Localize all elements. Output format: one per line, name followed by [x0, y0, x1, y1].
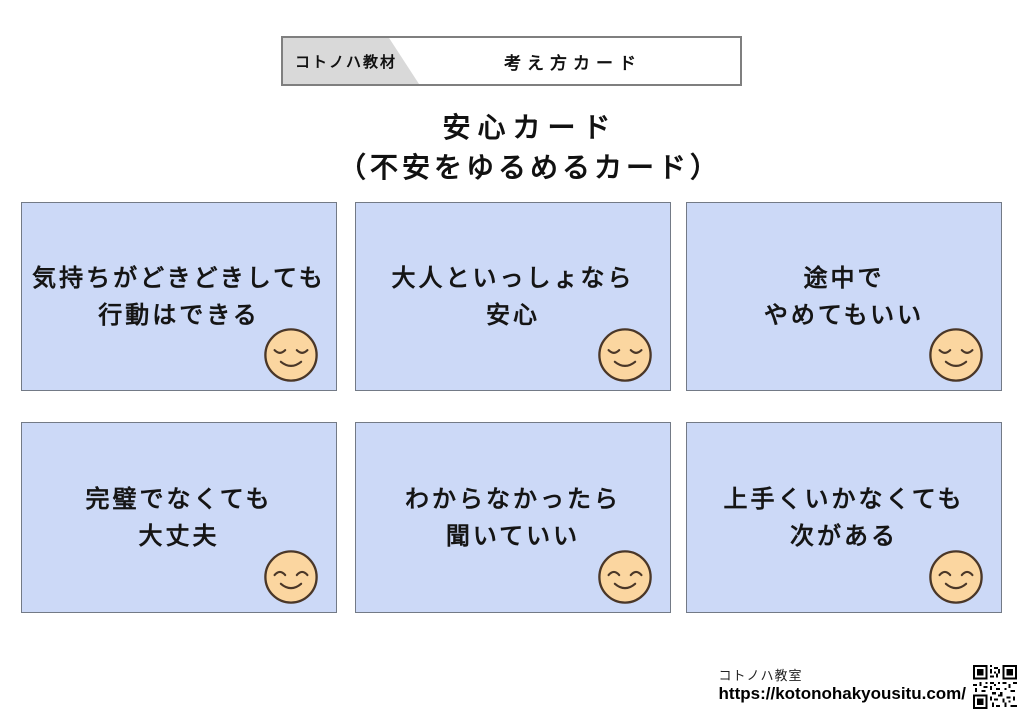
card-4: 完璧でなくても 大丈夫 — [21, 422, 337, 613]
card-5: わからなかったら 聞いていい — [355, 422, 671, 613]
card-text: 途中で — [803, 264, 885, 292]
footer: コトノハ教室 https://kotonohakyousitu.com/ — [719, 668, 966, 704]
card-1: 気持ちがどきどきしても 行動はできる — [21, 202, 337, 391]
card-text: 聞いていい — [445, 522, 581, 550]
card-2: 大人といっしょなら 安心 — [355, 202, 671, 391]
brand-label: コトノハ教材 — [283, 38, 419, 84]
footer-url: https://kotonohakyousitu.com/ — [718, 684, 966, 703]
title-line1: 安心カード — [442, 112, 618, 143]
card-text: 次がある — [790, 522, 898, 550]
relieved-face-icon — [598, 328, 652, 382]
category-label: 考え方カード — [504, 53, 642, 73]
card-text: 行動はできる — [98, 301, 260, 329]
footer-site-name: コトノハ教室 — [718, 668, 803, 683]
relieved-face-icon — [929, 328, 983, 382]
card-text: やめてもいい — [763, 301, 925, 329]
relieved-face-icon — [264, 328, 318, 382]
happy-face-icon — [929, 550, 983, 604]
card-3: 途中で やめてもいい — [686, 202, 1002, 391]
qr-code-icon — [973, 665, 1017, 709]
card-text: わからなかったら — [405, 485, 621, 513]
card-text: 上手くいかなくても — [723, 485, 965, 513]
happy-face-icon — [264, 550, 318, 604]
card-text: 安心 — [486, 301, 540, 329]
page-title: 安心カード （不安をゆるめるカード） — [18, 108, 1024, 188]
header-plate: コトノハ教材 考え方カード — [281, 36, 742, 86]
card-text: 大丈夫 — [138, 522, 220, 550]
card-text: 気持ちがどきどきしても — [32, 264, 326, 292]
card-text: 完璧でなくても — [85, 485, 273, 513]
happy-face-icon — [598, 550, 652, 604]
card-text: 大人といっしょなら — [391, 264, 635, 292]
card-6: 上手くいかなくても 次がある — [686, 422, 1002, 613]
title-line2: （不安をゆるめるカード） — [337, 152, 722, 183]
